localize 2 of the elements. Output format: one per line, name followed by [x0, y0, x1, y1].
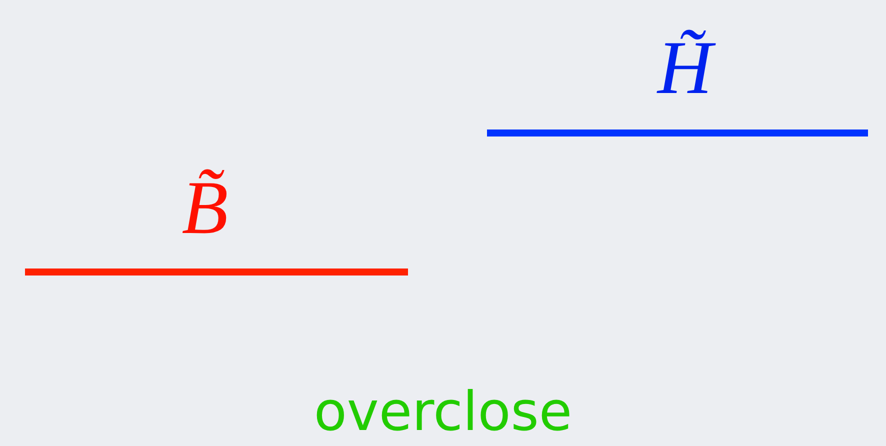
level-label: B̃	[182, 170, 228, 246]
annotation-text: overclose	[314, 385, 572, 439]
